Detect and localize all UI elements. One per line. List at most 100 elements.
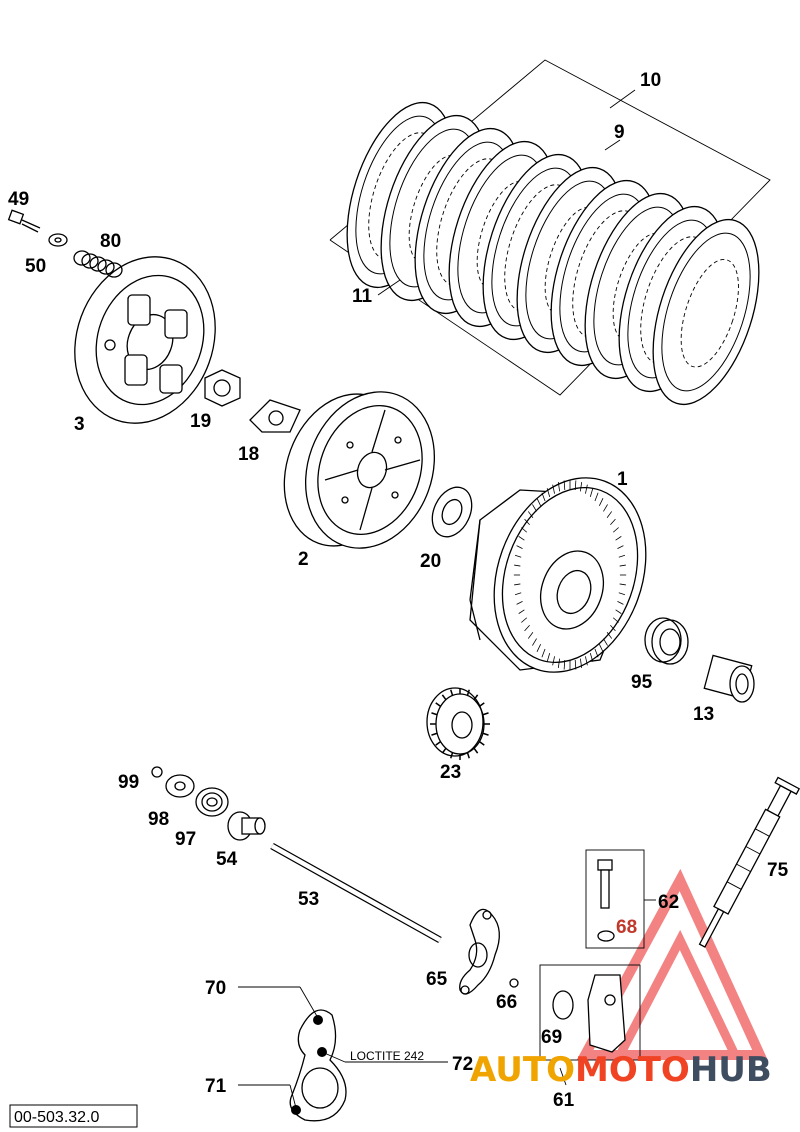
gear-tooth: [603, 638, 608, 646]
label-20: 20: [420, 551, 441, 572]
gear-tooth: [585, 656, 588, 666]
gear-tooth: [619, 564, 626, 567]
label-62: 62: [658, 892, 679, 913]
gear-tooth: [612, 527, 619, 533]
pressure-piece-54: [227, 811, 266, 841]
watermark-text: AUTOMOTOHUB: [470, 1050, 772, 1090]
washer-98: [165, 774, 195, 798]
label-71: 71: [205, 1076, 227, 1097]
gear-tooth: [532, 638, 537, 646]
gear-tooth: [619, 583, 626, 586]
bleeder-kit-62: [585, 849, 645, 949]
gear-tooth: [557, 482, 561, 492]
gear-tooth: [482, 732, 489, 736]
gear-tooth: [589, 652, 594, 662]
gear-tooth: [603, 504, 608, 512]
gear-tooth: [579, 482, 583, 492]
gear-tooth: [552, 656, 555, 666]
gear-tooth: [617, 601, 624, 605]
gear-tooth: [521, 527, 528, 533]
gear-tooth: [514, 592, 522, 596]
gear-tooth: [514, 564, 521, 567]
label-75: 75: [767, 860, 789, 881]
gear-tooth: [521, 617, 528, 623]
washer-50: [48, 233, 68, 247]
gear-tooth: [441, 747, 447, 754]
gear-tooth: [594, 648, 599, 658]
clutch-plates-stack: [329, 59, 771, 406]
drawing-reference-text: 00-503.32.0: [14, 1109, 100, 1126]
label-61: 61: [553, 1090, 575, 1111]
gear-tooth: [589, 488, 594, 498]
gear-tooth: [536, 643, 542, 653]
gear-tooth: [516, 545, 523, 549]
gear-tooth: [610, 624, 616, 632]
gear-tooth: [450, 752, 454, 759]
label-70: 70: [205, 978, 226, 999]
gear-tooth: [518, 536, 525, 541]
label-19: 19: [190, 411, 211, 432]
lock-washer-18: [249, 399, 301, 433]
thrust-washer-20: [431, 486, 473, 538]
gear-tooth: [527, 511, 534, 519]
gear-tooth: [615, 609, 622, 614]
gear-tooth: [612, 617, 619, 623]
gear-tooth: [514, 583, 521, 586]
watermark-part-3: HUB: [690, 1050, 772, 1090]
gear-tooth: [610, 518, 616, 526]
gear-tooth: [557, 658, 561, 668]
ball-66: [509, 978, 519, 988]
gear-tooth: [574, 480, 577, 490]
label-9: 9: [614, 122, 625, 143]
label-23: 23: [440, 762, 461, 783]
label-80: 80: [100, 231, 121, 252]
nut-19: [204, 369, 241, 407]
watermark-part-2: MOTO: [575, 1050, 690, 1090]
gear-tooth: [473, 747, 479, 754]
gear-tooth: [574, 660, 577, 670]
gear-tooth: [478, 741, 485, 746]
label-18: 18: [238, 444, 259, 465]
label-97: 97: [175, 829, 196, 850]
label-69: 69: [541, 1027, 562, 1048]
push-rod-53: [270, 842, 442, 944]
gear-tooth: [516, 601, 523, 605]
gear-tooth: [431, 712, 438, 716]
gear-tooth: [536, 497, 542, 507]
gear-tooth: [478, 702, 485, 707]
gear-tooth: [546, 652, 551, 662]
gear-tooth: [527, 631, 534, 639]
label-50: 50: [25, 256, 46, 277]
gear-tooth: [585, 484, 588, 494]
label-13: 13: [693, 704, 714, 725]
gear-tooth: [594, 492, 599, 502]
bushing-13: [703, 654, 755, 703]
gear-tooth: [518, 609, 525, 614]
gear-tooth: [466, 752, 470, 759]
gear-tooth: [482, 712, 489, 716]
label-72: 72: [452, 1054, 473, 1075]
gear-tooth: [598, 497, 604, 507]
syringe-75: [698, 776, 800, 948]
bearing-97: [195, 787, 229, 817]
circlip-99: [151, 766, 163, 778]
drawing-reference: 00-503.32.0: [9, 1104, 138, 1128]
label-98: 98: [148, 809, 169, 830]
slave-cylinder-61: [539, 964, 641, 1086]
gear-tooth: [606, 631, 613, 639]
part-labels: 1 2 3 9 10 11 13 18 19 20 23 49 50 53 54…: [8, 70, 789, 1111]
label-2: 2: [298, 549, 309, 570]
gear-tooth: [524, 624, 530, 632]
gear-tooth: [435, 702, 442, 707]
gear-tooth: [606, 511, 613, 519]
gear-tooth: [431, 732, 438, 736]
gear-tooth: [618, 554, 626, 558]
gear-tooth: [552, 484, 555, 494]
gear-tooth: [579, 658, 583, 668]
gear-tooth: [514, 554, 522, 558]
watermark-logo: [576, 868, 768, 1060]
outer-clutch-basket: [469, 477, 647, 673]
label-54: 54: [216, 849, 238, 870]
gear-tooth: [618, 592, 626, 596]
gear-tooth: [615, 536, 622, 541]
